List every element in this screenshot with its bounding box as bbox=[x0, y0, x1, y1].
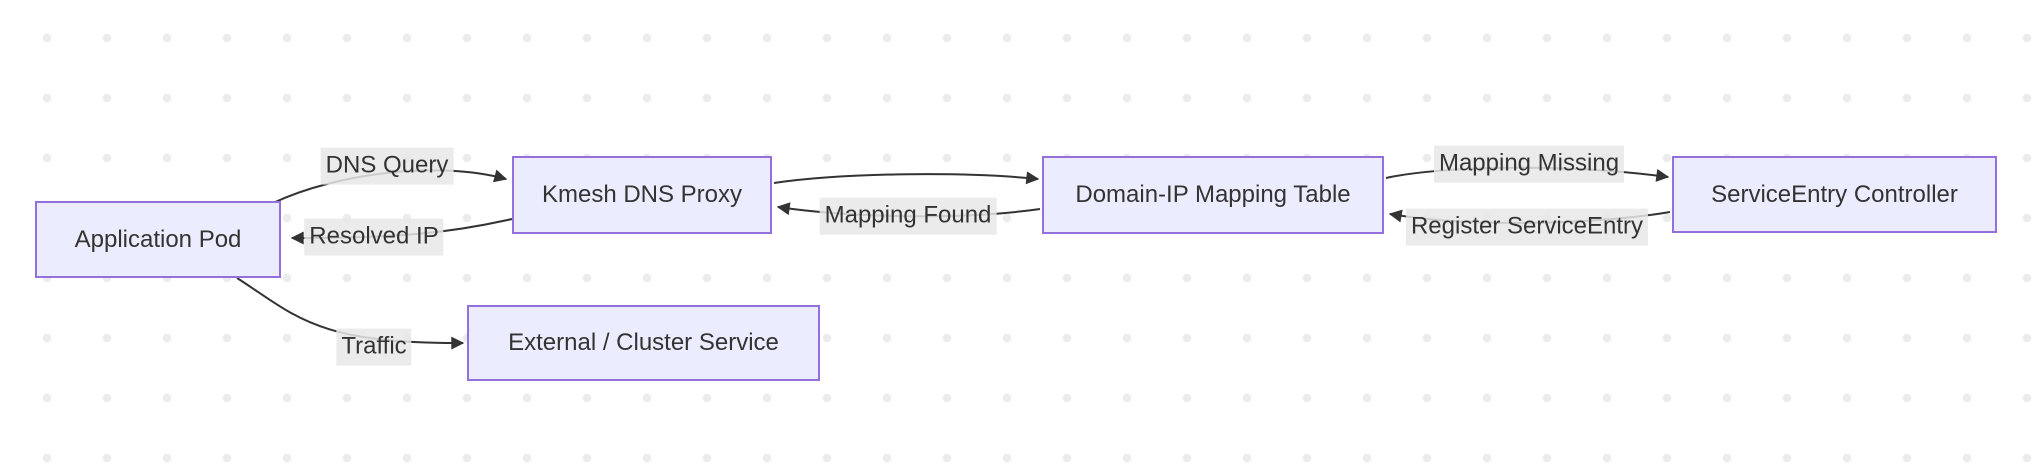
edge-label-dns-query: DNS Query bbox=[320, 147, 454, 185]
edge-proxy-to-table bbox=[773, 171, 1040, 185]
edge-label-resolved-ip: Resolved IP bbox=[304, 218, 444, 256]
edge-label-mapping-missing: Mapping Missing bbox=[1433, 145, 1625, 183]
node-application-pod: Application Pod bbox=[35, 201, 281, 278]
node-external-cluster-service: External / Cluster Service bbox=[467, 305, 820, 381]
node-serviceentry-controller: ServiceEntry Controller bbox=[1672, 156, 1997, 233]
node-domain-ip-mapping-table: Domain-IP Mapping Table bbox=[1042, 156, 1384, 234]
edge-label-mapping-found: Mapping Found bbox=[819, 197, 997, 235]
node-kmesh-dns-proxy: Kmesh DNS Proxy bbox=[512, 156, 772, 234]
edge-label-traffic: Traffic bbox=[336, 328, 412, 366]
edge-label-register-serviceentry: Register ServiceEntry bbox=[1405, 208, 1649, 246]
